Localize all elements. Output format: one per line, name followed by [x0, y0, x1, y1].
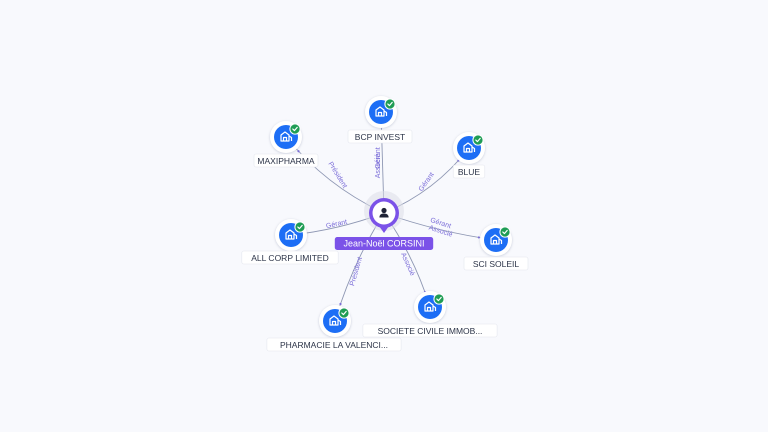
building-icon	[375, 106, 388, 117]
company-label-box	[241, 250, 339, 265]
center-person-node[interactable]: Jean-Noël CORSINI	[334, 191, 434, 250]
center-pointer	[379, 226, 389, 233]
company-name-all-corp-limited: ALL CORP LIMITED	[251, 253, 328, 263]
company-node-blue[interactable]: BLUE	[452, 132, 486, 179]
company-name-blue: BLUE	[458, 167, 481, 177]
company-label-box	[347, 129, 413, 144]
verified-check-icon	[294, 221, 306, 233]
nodes-layer: BCP INVEST MAXIPHARMA BLUE ALL CORP LIMITED…	[241, 96, 529, 352]
company-node-all-corp-limited[interactable]: ALL CORP LIMITED	[241, 219, 339, 265]
verified-check-icon	[384, 98, 396, 110]
center-person-name: Jean-Noël CORSINI	[343, 239, 424, 249]
edge-arrow-pharmacie-la-valenci	[339, 302, 342, 306]
edge-label-bcp-invest: Gérant	[375, 147, 382, 168]
building-icon	[329, 315, 342, 326]
building-icon	[424, 301, 437, 312]
edge-label-blue: Gérant	[418, 171, 436, 193]
company-node-maxipharma[interactable]: MAXIPHARMA	[253, 121, 319, 168]
company-label-box	[253, 153, 319, 168]
person-icon	[379, 207, 389, 218]
verified-check-icon	[472, 134, 484, 146]
company-label-box	[266, 337, 402, 352]
building-icon	[490, 234, 503, 245]
verified-check-icon	[433, 293, 445, 305]
building-icon	[463, 142, 476, 153]
company-node-bcp-invest[interactable]: BCP INVEST	[347, 96, 413, 144]
edge-arrow-maxipharma	[297, 150, 300, 153]
edge-label-all-corp-limited: Gérant	[325, 219, 347, 230]
company-name-pharmacie-la-valenci: PHARMACIE LA VALENCI...	[280, 340, 388, 350]
verified-check-icon	[499, 226, 511, 238]
building-icon	[280, 131, 293, 142]
company-name-societe-civile-immob: SOCIETE CIVILE IMMOB...	[378, 326, 483, 336]
company-node-pharmacie-la-valenci[interactable]: PHARMACIE LA VALENCI...	[266, 305, 402, 352]
building-icon	[285, 229, 298, 240]
company-name-sci-soleil: SCI SOLEIL	[473, 259, 520, 269]
edge-label-bcp-invest: Associé	[375, 154, 382, 179]
verified-check-icon	[289, 123, 301, 135]
company-name-maxipharma: MAXIPHARMA	[257, 156, 314, 166]
center-label-box	[334, 237, 434, 250]
edge-arrow-sci-soleil	[477, 236, 480, 239]
company-name-bcp-invest: BCP INVEST	[355, 132, 405, 142]
edge-label-pharmacie-la-valenci: Président	[349, 256, 364, 286]
company-label-box	[362, 323, 498, 338]
company-node-societe-civile-immob[interactable]: SOCIETE CIVILE IMMOB...	[362, 291, 498, 338]
company-node-sci-soleil[interactable]: SCI SOLEIL	[463, 224, 529, 271]
company-label-box	[463, 256, 529, 271]
verified-check-icon	[338, 307, 350, 319]
company-label-box	[452, 164, 486, 179]
